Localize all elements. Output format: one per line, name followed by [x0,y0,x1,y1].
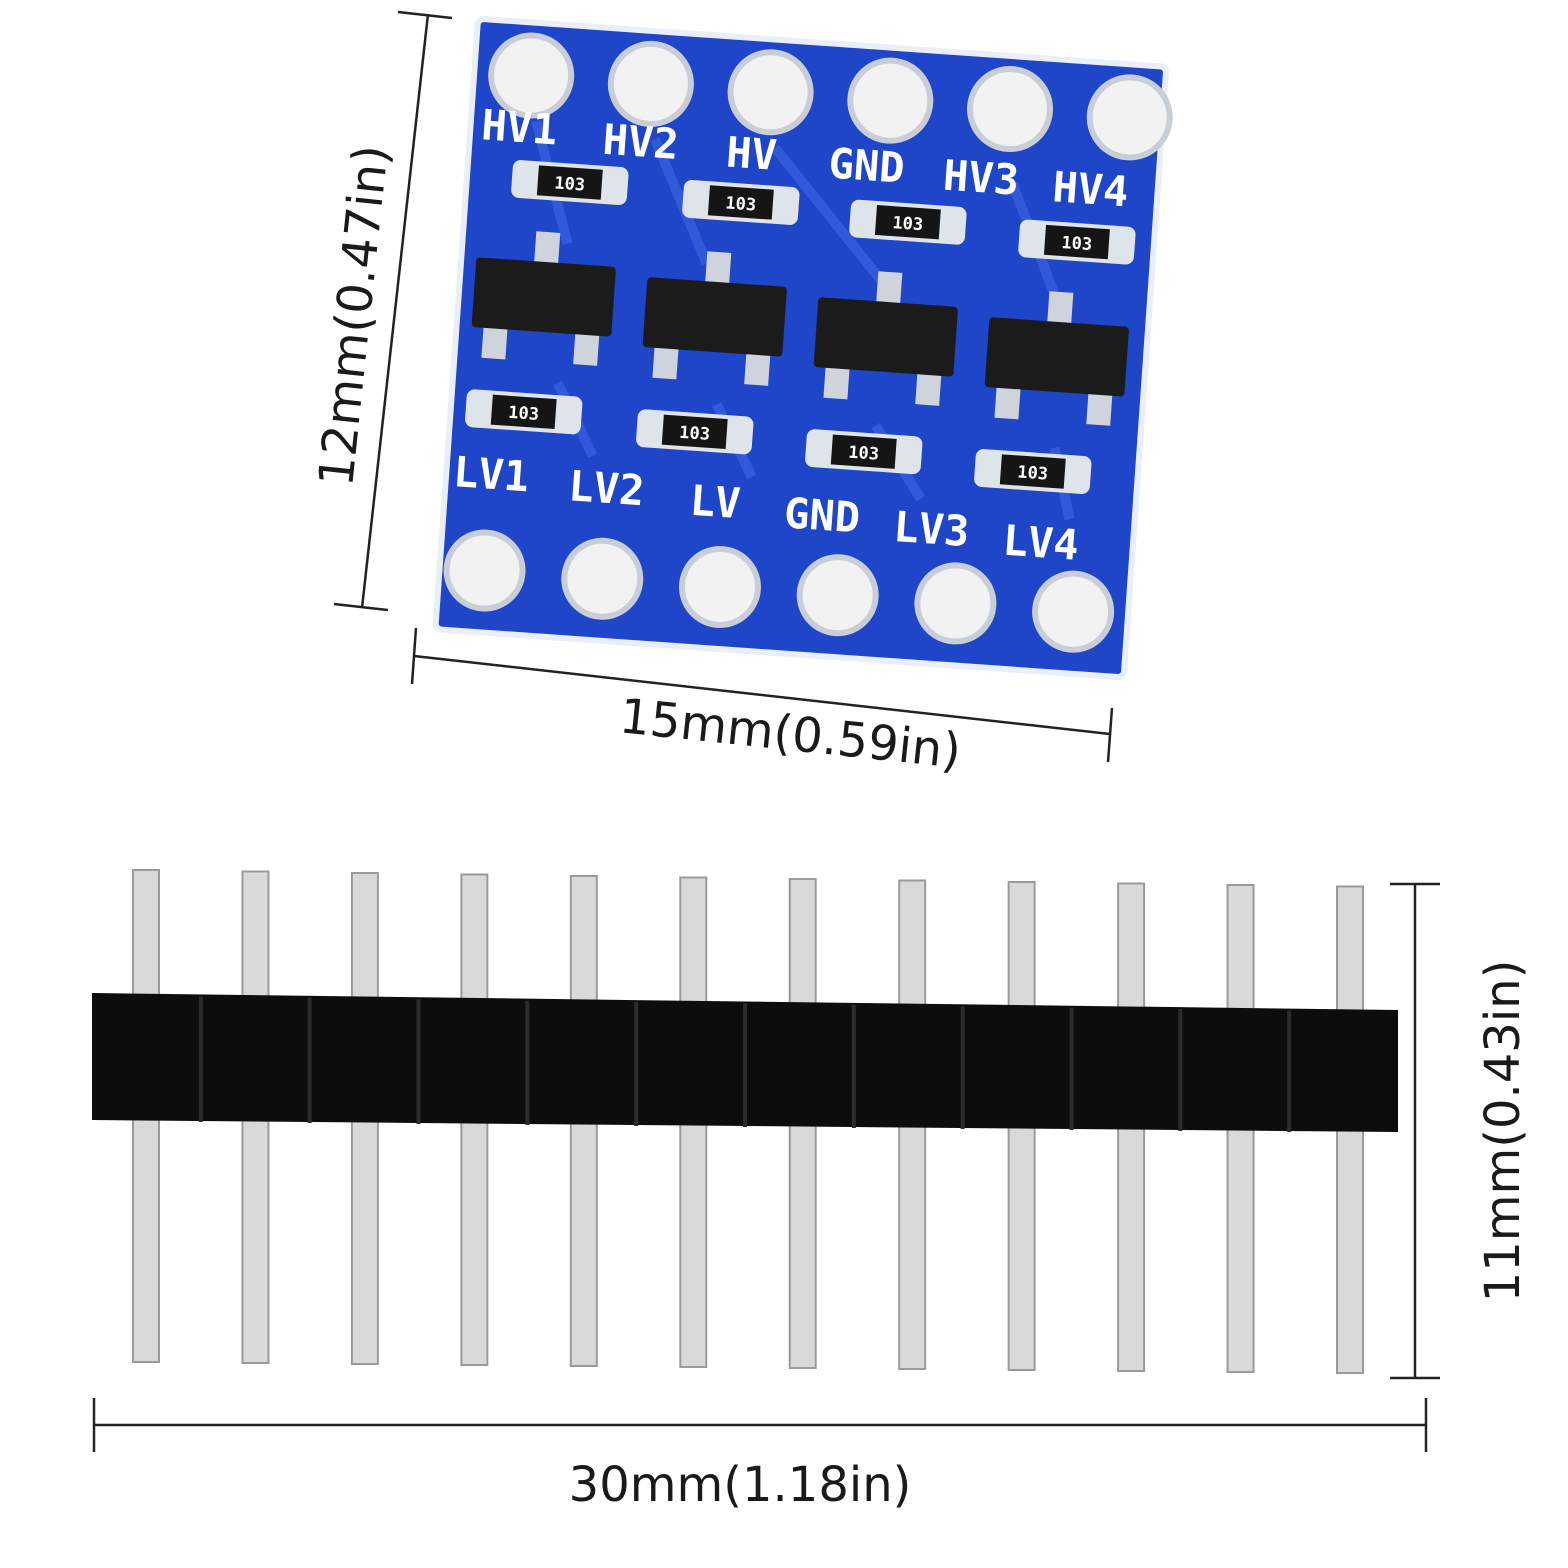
pin-label-hv1: HV1 [480,100,559,154]
header-pin-top [1117,882,1146,1015]
mosfet [984,291,1129,426]
bottom-pad-row [443,529,1115,653]
bottom-pad [914,562,997,645]
header-pin-bottom [1117,1118,1146,1372]
header-pin-top [132,869,160,1001]
pin-label-lv4: LV4 [1001,516,1080,570]
pin-label-gnd-bottom: GND [783,488,862,542]
header-pin-bottom [132,1109,160,1363]
header-pin-top [1007,881,1036,1013]
header-pin-bottom [460,1112,489,1366]
bottom-pad [561,537,644,620]
bottom-resistor-code: 103 [508,403,540,425]
bottom-resistor-row: 103 103 103 103 [465,389,1092,494]
board-height-label: 12mm(0.47in) [308,142,400,489]
top-pad [847,57,934,144]
top-pad [488,32,575,119]
header-pin-bottom [241,1110,270,1364]
bottom-pad [678,545,761,628]
header-pin-bottom [898,1116,927,1370]
bottom-resistor: 103 [974,449,1092,494]
bottom-resistor: 103 [805,429,923,475]
header-pin-bottom [1336,1120,1364,1374]
top-resistor-code: 103 [725,193,757,215]
header-pin-top [569,875,598,1007]
level-shifter-board: 103 103 103 103 103 103 103 103 HV1 HV2 HV GND… [432,16,1173,680]
header-pin-top [1226,884,1255,1016]
pcb-trace [650,137,712,266]
top-resistor-row: 103 103 103 103 [511,160,1136,265]
pin-header-strip [92,869,1398,1374]
bottom-resistor-code: 103 [679,423,711,445]
header-pin-top [460,873,489,1006]
header-height-dimension [1390,882,1440,1380]
header-pin-bottom [569,1113,598,1367]
top-resistor-code: 103 [1061,233,1093,255]
header-pin-bottom [1226,1119,1255,1373]
top-resistor: 103 [849,199,967,245]
header-pin-top [679,876,708,1009]
top-pad [1086,74,1173,161]
header-height-label: 11mm(0.43in) [1475,960,1531,1303]
bottom-pad [1032,570,1115,653]
header-pin-bottom [788,1115,817,1369]
top-resistor-code: 103 [554,173,586,195]
mosfet [813,271,958,406]
board-height-dimension [333,10,453,612]
top-resistor: 103 [682,180,800,225]
header-pin-bottom [1007,1117,1036,1371]
top-resistor: 103 [511,160,629,205]
header-pin-bottom [350,1111,379,1365]
top-resistor-code: 103 [892,213,924,235]
pin-label-lv3: LV3 [892,502,971,556]
header-pin-top [241,870,270,1003]
pin-label-hv3: HV3 [942,151,1021,205]
header-pin-top [898,879,927,1012]
top-pad [607,40,694,127]
bottom-resistor: 103 [636,409,754,455]
mosfet-row [471,231,1129,426]
pin-label-hv2: HV2 [601,115,680,169]
board-width-dimension [410,627,1114,763]
mosfet [642,251,787,386]
pin-label-hv: HV [725,127,779,179]
bottom-resistor-code: 103 [848,443,880,465]
top-pad [967,66,1054,153]
header-width-label: 30mm(1.18in) [569,1457,912,1513]
pcb-trace [770,144,890,289]
board-width-label: 15mm(0.59in) [617,688,964,780]
bottom-pad [443,529,526,612]
pin-label-lv1: LV1 [452,447,531,501]
bottom-resistor-code: 103 [1017,462,1049,484]
pin-label-hv4: HV4 [1051,162,1130,216]
bottom-pad [796,554,879,637]
bottom-resistor: 103 [465,389,583,435]
header-width-dimension [92,1398,1428,1452]
header-pin-top [350,872,379,1004]
mosfet [471,231,616,366]
pin-label-lv2: LV2 [567,461,646,515]
top-pad [727,49,814,136]
pin-label-gnd-top: GND [827,139,906,193]
header-pin-top [1336,885,1364,1018]
header-pin-bottom [679,1114,708,1368]
pin-label-lv: LV [688,476,742,528]
header-pin-top [788,878,817,1010]
top-pad-row [488,32,1173,161]
top-resistor: 103 [1018,219,1136,265]
